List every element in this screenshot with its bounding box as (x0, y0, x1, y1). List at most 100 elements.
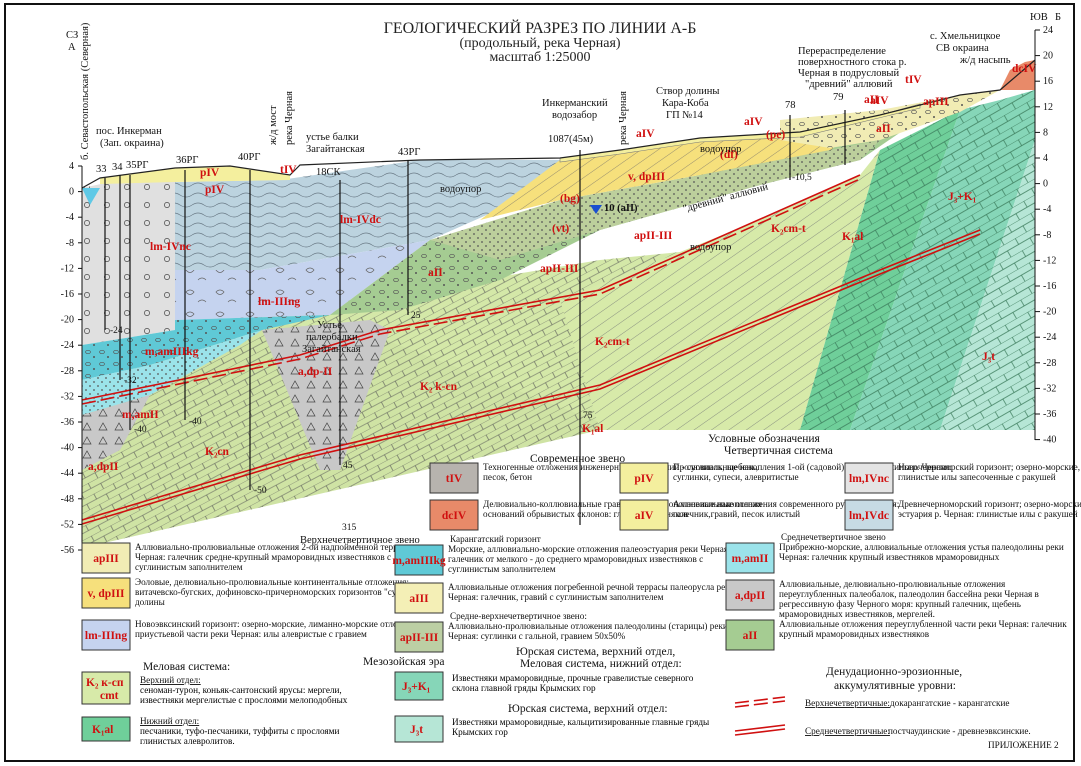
well-label: 78 (785, 100, 796, 111)
depth-label: 315 (342, 523, 357, 533)
legend-text: Морские, аллювиально-морские отложения п… (448, 544, 731, 574)
title-line-3: масштаб 1:25000 (490, 50, 591, 65)
legend-swatch (81, 619, 131, 651)
axis-tick-label: -44 (61, 468, 74, 479)
place-balka-mouth: устье балки (306, 132, 359, 143)
unit-label: aII (876, 123, 891, 135)
well-label: 1087(45м) (548, 134, 594, 145)
legend-text: Новоэвксинский горизонт: озерно-морские,… (135, 619, 422, 639)
depth-label: -10,5 (792, 173, 812, 183)
water-level-label: 10 (aII) (604, 203, 638, 214)
legend-jur-title-3: Юрская система, верхний отдел: (508, 703, 668, 715)
legend-swatch (394, 621, 444, 653)
legend-upper-q-key: Верхнечетвертичные: (805, 698, 890, 708)
legend-j3k1-code: J₃+K₁ (402, 681, 430, 693)
place-paleo-1: Устье (317, 320, 342, 331)
place-khmel-3: ж/д насыпь (959, 55, 1011, 66)
legend-k1-swatch (81, 716, 131, 742)
legend-code: tIV (446, 473, 463, 485)
place-balka-name: Загайтанская (306, 144, 365, 155)
legend-text: Эоловые, делювиально-пролювиальные конти… (135, 577, 414, 607)
title-line-2: (продольный, река Черная) (459, 36, 620, 51)
well-label: 33 (96, 164, 107, 175)
unit-label: aIV (636, 128, 655, 140)
legend-code: apIII (93, 553, 119, 565)
well-label: 34 (112, 162, 123, 173)
legend-k2-code-2: cmt (100, 690, 119, 702)
unit-label: a,dpII (88, 461, 119, 473)
unit-label: (pe) (766, 129, 785, 141)
legend-swatch (81, 577, 131, 609)
axis-tick-label: 4 (69, 161, 74, 172)
corner-right-point: Б (1055, 12, 1061, 23)
well-label: 43РГ (398, 147, 420, 158)
layer-piv (100, 166, 290, 184)
axis-tick-label: 4 (1043, 153, 1048, 164)
aquitard-label: водоупор (690, 242, 731, 253)
legend-j3t-text: Известняки мраморовидные, кальцитизирова… (452, 717, 710, 737)
legend-k1-text: песчаники, туфо-песчаники, туффиты с про… (140, 726, 340, 746)
legend-swatch (429, 499, 479, 531)
legend-code: m,amIIIkg (392, 555, 446, 567)
unit-label: K₂cm-t (595, 336, 630, 348)
denudation-lower (81, 229, 981, 521)
depth-label: -50 (254, 486, 267, 496)
axis-tick-label: -36 (61, 417, 74, 428)
axis-tick-label: -24 (1043, 332, 1056, 343)
page-frame (4, 3, 1075, 762)
legend-cretaceous: Меловая система: (143, 661, 230, 673)
legend-quaternary: Четвертичная система (724, 445, 833, 457)
legend-code: a,dpII (735, 590, 766, 602)
legend-upper-q-text: докарангатские - карангатские (890, 698, 1009, 708)
well-label: 36РГ (176, 155, 198, 166)
unit-label: J₃t (982, 351, 995, 363)
corner-left-point: А (68, 42, 76, 53)
denudation-upper (81, 174, 861, 401)
legend-k2-code-1: K₂ к-сп (86, 677, 124, 689)
unit-label: a,dp-II (298, 366, 333, 378)
unit-label: aII (864, 94, 879, 106)
unit-label: (bg) (560, 193, 580, 205)
corner-left-direction: СЗ (66, 30, 78, 41)
unit-label: K₁al (582, 423, 603, 435)
axis-tick-label: -4 (1043, 204, 1051, 215)
unit-label: aII (428, 267, 443, 279)
legend-swatch (725, 579, 775, 611)
axis-tick-label: 24 (1043, 25, 1053, 36)
legend-k1-title: Нижний отдел: (140, 716, 199, 726)
aquitard-label: водоупор (700, 144, 741, 155)
legend-code: aIII (409, 593, 429, 605)
axis-tick-label: -8 (66, 238, 74, 249)
place-inkerman-fence-1: Инкерманский (542, 98, 608, 109)
axis-tick-label: -32 (1043, 383, 1056, 394)
well-label: 79 (833, 92, 844, 103)
legend-k2-text: сеноман-турон, коньяк-сантонский ярусы: … (140, 685, 348, 705)
legend-text: Древнечерноморский горизонт; озерно-морс… (898, 499, 1081, 519)
unit-label: (vt) (552, 223, 569, 235)
legend-mid-q-text: постчаудинские - древнеэвксинские. (888, 726, 1031, 736)
axis-tick-label: -32 (61, 391, 74, 402)
water-wedge (82, 188, 100, 205)
well-label: 40РГ (238, 152, 260, 163)
place-redistrib-2: поверхностного стока р. (798, 57, 907, 68)
axis-tick-label: -12 (1043, 255, 1056, 266)
legend-code: aII (743, 630, 758, 642)
depth-label: 45 (343, 461, 353, 471)
legend-swatch (394, 544, 444, 576)
unit-label: m,amIIIkg (145, 346, 199, 358)
axis-tick-label: 16 (1043, 76, 1053, 87)
place-river-2: река Черная (618, 91, 629, 145)
legend-text: Аллювиально-пролювиальные отложения 2-ой… (135, 542, 433, 572)
unit-label: dcIV (1012, 63, 1037, 75)
legend-k2-title: Верхний отдел: (140, 675, 201, 685)
unit-label: K₁al (842, 231, 863, 243)
axis-tick-label: 12 (1043, 102, 1053, 113)
unit-label: (df) (720, 149, 738, 161)
axis-tick-label: -48 (61, 494, 74, 505)
unit-label: pIV (205, 184, 225, 196)
axis-tick-label: -16 (1043, 281, 1056, 292)
axis-tick-label: -56 (61, 545, 74, 556)
unit-label: m,amII (122, 409, 159, 421)
axis-left: 40-4-8-12-16-20-24-28-32-36-40-44-48-52-… (61, 161, 82, 556)
